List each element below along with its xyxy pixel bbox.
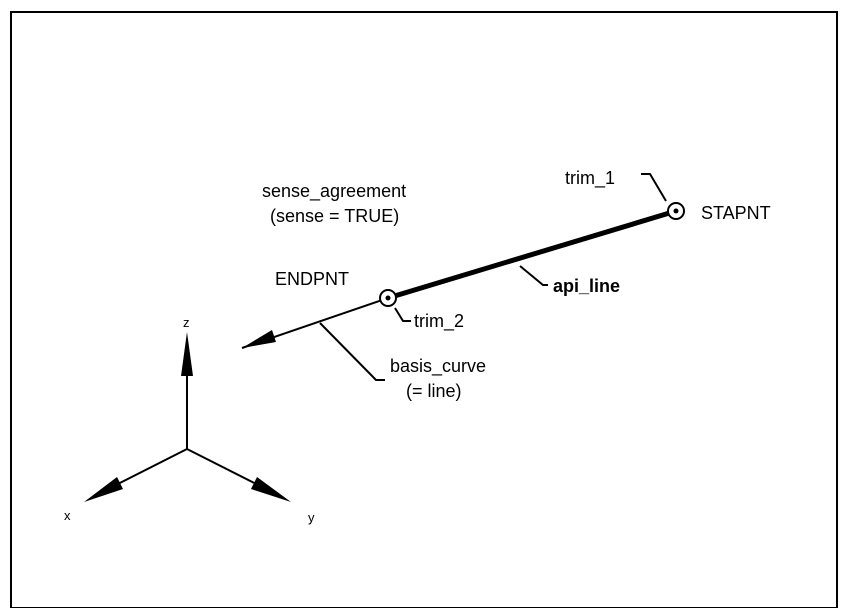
api-line-leader [519, 265, 548, 286]
api-line-segment [387, 208, 677, 301]
trim-2-leader [394, 307, 411, 322]
x-axis-arrowhead [84, 477, 123, 502]
sense-agreement-label: sense_agreement [262, 181, 406, 202]
coordinate-axes: z x y [64, 315, 315, 525]
stapnt-point-icon [667, 202, 685, 220]
y-axis-arrowhead [251, 477, 291, 502]
z-axis-arrowhead [181, 332, 193, 376]
api-line-label: api_line [553, 276, 620, 296]
sense-value-label: (sense = TRUE) [270, 206, 399, 226]
basis-curve-arrowhead [242, 330, 276, 348]
x-axis-label: x [64, 508, 71, 523]
endpnt-point-icon [379, 289, 397, 307]
trim-1-label: trim_1 [565, 168, 615, 189]
basis-curve-note-label: (= line) [406, 381, 462, 401]
z-axis-label: z [183, 315, 190, 330]
endpnt-label: ENDPNT [275, 269, 349, 289]
stapnt-label: STAPNT [701, 203, 771, 223]
trim-2-label: trim_2 [414, 311, 464, 332]
basis-curve-label: basis_curve [390, 356, 486, 377]
basis-curve-leader [319, 322, 385, 381]
diagram-frame [10, 11, 838, 608]
y-axis-label: y [308, 510, 315, 525]
trim-1-leader [641, 173, 667, 202]
